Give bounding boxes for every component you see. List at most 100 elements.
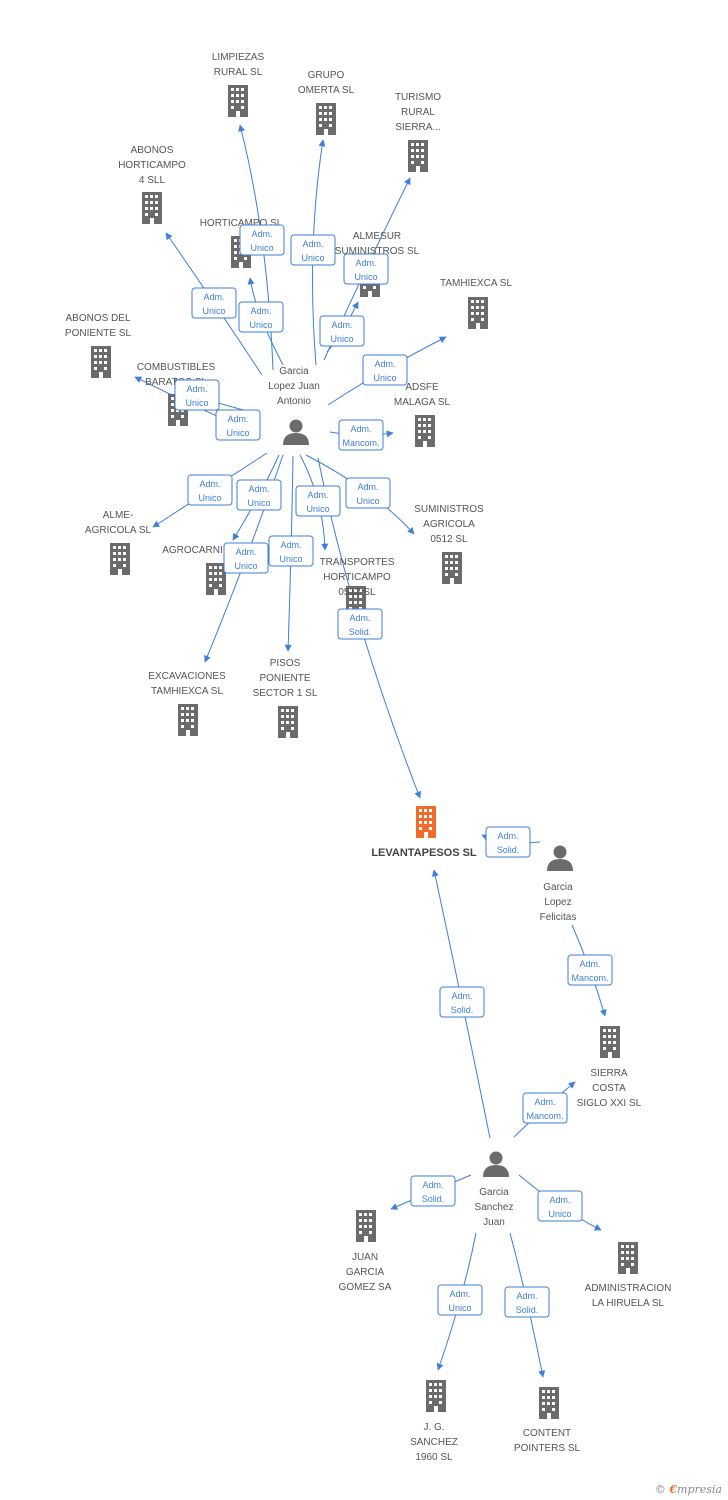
role-badge[interactable]: Adm.Unico [290,234,336,266]
role-badge-text: Adm. [248,484,269,494]
node-label: HORTICAMPO [323,572,391,583]
person-icon [483,1151,509,1177]
role-badge-box [338,419,384,451]
node-label: Lopez Juan [268,381,320,392]
role-badge-box [537,1190,583,1222]
company-node-tamhiexca[interactable]: TAMHIEXCA SL [440,278,512,329]
building-icon [539,1387,559,1419]
role-badge-box [345,477,391,509]
role-badge[interactable]: Adm.Mancom. [338,419,384,451]
node-label: EXCAVACIONES [148,671,226,682]
node-label: TAMHIEXCA SL [151,686,223,697]
role-badge[interactable]: Adm.Unico [437,1284,483,1316]
role-badge-text: Solid. [516,1305,539,1315]
role-badge[interactable]: Adm.Solid. [504,1286,550,1318]
building-icon [426,1380,446,1412]
role-badge[interactable]: Adm.Unico [191,287,237,319]
role-badge-box [504,1286,550,1318]
building-icon [316,103,336,135]
node-label: SIERRA... [395,122,441,133]
role-badge-box [295,485,341,517]
role-badge-text: Unico [249,320,272,330]
node-label: SANCHEZ [410,1437,458,1448]
company-node-turismo[interactable]: TURISMORURALSIERRA... [395,92,441,172]
role-badge[interactable]: Adm.Unico [187,474,233,506]
node-label: Antonio [277,396,311,407]
node-label: GARCIA [346,1267,385,1278]
role-badge[interactable]: Adm.Unico [343,253,389,285]
node-label: ADSFE [405,382,439,393]
person-icon [283,419,309,445]
role-badge-text: Unico [226,428,249,438]
role-badge[interactable]: Adm.Unico [268,535,314,567]
role-badge[interactable]: Adm.Solid. [485,826,531,858]
role-badge-box [485,826,531,858]
empresia-footer[interactable]: © €mpresia [655,1483,722,1496]
role-badge-box [223,542,269,574]
role-badge[interactable]: Adm.Unico [295,485,341,517]
building-icon [356,1210,376,1242]
role-badge-text: Unico [548,1209,571,1219]
company-node-levantapesos[interactable]: LEVANTAPESOS SL [371,806,477,859]
role-badge-box [522,1092,568,1124]
role-badge[interactable]: Adm.Unico [223,542,269,574]
node-label: AGROCARNI SL [162,545,238,556]
node-label: Garcia [279,366,309,377]
company-node-horticampo[interactable]: HORTICAMPO SL [200,218,283,268]
role-badge[interactable]: Adm.Solid. [439,986,485,1018]
role-badge[interactable]: Adm.Mancom. [567,954,613,986]
role-badge[interactable]: Adm.Unico [345,477,391,509]
role-badge[interactable]: Adm.Unico [174,379,220,411]
role-badge[interactable]: Adm.Unico [362,354,408,386]
role-badge-box [410,1175,456,1207]
node-label: AGRICOLA SL [85,525,152,536]
node-label: ALME- [103,510,134,521]
role-badge-box [290,234,336,266]
node-label: LIMPIEZAS [212,52,265,63]
role-badge-text: Unico [373,373,396,383]
node-label: AGRICOLA [423,519,475,530]
role-badge[interactable]: Adm.Solid. [337,608,383,640]
role-badge[interactable]: Adm. Unico [239,224,285,256]
node-label: Juan [483,1217,505,1228]
role-badge-text: Unico [250,243,273,253]
role-badge[interactable]: Adm.Unico [236,479,282,511]
role-badge[interactable]: Adm.Unico [537,1190,583,1222]
company-node-excavaciones[interactable]: EXCAVACIONES TAMHIEXCA SL [148,671,226,736]
node-label: SUMINISTROS SL [335,246,420,257]
node-label: COMBUSTIBLES [137,362,216,373]
role-badge[interactable]: Adm.Unico [238,301,284,333]
role-badge[interactable]: Adm.Unico [319,315,365,347]
node-label: TURISMO [395,92,441,103]
company-node-alme_agricola[interactable]: ALME- AGRICOLA SL [85,510,152,575]
role-badge-text: Adm. [251,229,272,239]
role-badge[interactable]: Adm.Unico [215,409,261,441]
role-badge[interactable]: Adm.Solid. [410,1175,456,1207]
node-label: SUMINISTROS [414,504,484,515]
node-label: SIGLO XXI SL [577,1098,642,1109]
role-badge-box [239,224,285,256]
node-label: TAMHIEXCA SL [440,278,512,289]
role-badge[interactable]: Adm.Mancom. [522,1092,568,1124]
company-node-agrocarni[interactable]: AGROCARNI SL [162,545,238,595]
node-label: LA HIRUELA SL [592,1298,665,1309]
